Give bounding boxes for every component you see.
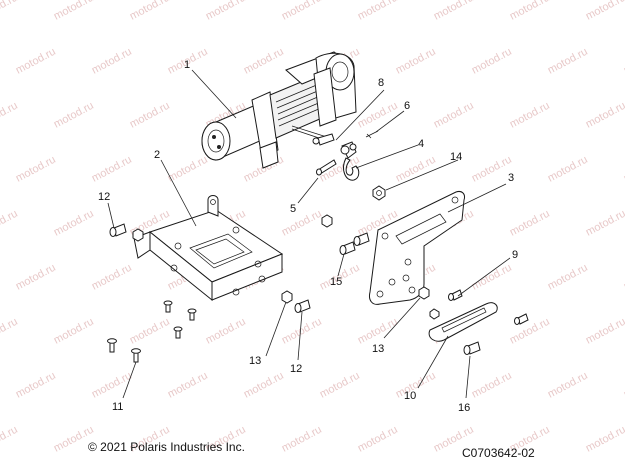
watermark-text: motod.ru [14,262,58,293]
callout-4: 4 [418,138,424,150]
callout-16: 16 [458,402,470,414]
callout-3: 3 [508,172,514,184]
watermark-text: motod.ru [356,316,400,347]
watermark-text: motod.ru [52,316,96,347]
watermark-text: motod.ru [0,100,20,131]
clevis-pin [316,159,337,176]
mounting-bracket [133,195,284,302]
watermark-text: motod.ru [0,208,20,239]
watermark-text: motod.ru [128,0,172,23]
callout-6: 6 [404,100,410,112]
watermark-text: motod.ru [584,316,625,347]
watermark-text: motod.ru [14,154,58,185]
watermark-text: motod.ru [546,46,590,77]
watermark-text: motod.ru [394,46,438,77]
watermark-text: motod.ru [356,424,400,455]
watermark-text: motod.ru [470,46,514,77]
diagram-code: C0703642-02 [462,446,535,460]
watermark-text: motod.ru [0,0,20,23]
watermark-text: motod.ru [584,208,625,239]
cable-strap [312,133,335,146]
watermark-text: motod.ru [280,424,324,455]
hawse-fairlead [428,302,498,342]
watermark-text: motod.ru [52,100,96,131]
watermark-text: motod.ru [242,46,286,77]
copyright-text: © 2021 Polaris Industries Inc. [88,440,245,454]
callout-13-right: 13 [372,343,384,355]
watermark-text: motod.ru [280,208,324,239]
watermark-text: motod.ru [166,370,210,401]
watermark-text: motod.ru [128,316,172,347]
watermark-text: motod.ru [90,370,134,401]
watermark-text: motod.ru [166,154,210,185]
callout-1: 1 [184,59,190,71]
watermark-text: motod.ru [14,46,58,77]
callout-10: 10 [404,390,416,402]
watermark-text: motod.ru [432,100,476,131]
watermark-text: motod.ru [204,0,248,23]
watermark-text: motod.ru [470,262,514,293]
callout-11: 11 [112,401,123,413]
callout-13-center: 13 [249,355,261,367]
watermark-text: motod.ru [242,370,286,401]
watermark-text: motod.ru [584,0,625,23]
watermark-text: motod.ru [394,154,438,185]
watermark-text: motod.ru [356,0,400,23]
callout-labels: 1 2 3 4 5 6 8 9 10 11 12 12 13 13 14 15 … [98,59,518,414]
watermark-text: motod.ru [508,100,552,131]
callout-8: 8 [378,77,384,89]
watermark-text: motod.ru [508,208,552,239]
watermark-text: motod.ru [470,370,514,401]
callout-5: 5 [290,203,296,215]
watermark-text: motod.ru [432,0,476,23]
watermark-text: motod.ru [128,100,172,131]
winch-hook [340,141,360,181]
watermark-text: motod.ru [546,154,590,185]
watermark-text: motod.ru [584,100,625,131]
watermark-text: motod.ru [318,370,362,401]
watermark-text: motod.ru [204,316,248,347]
leader-lines [107,69,511,399]
callout-12-center: 12 [290,363,302,375]
fairlead-plate [369,191,465,305]
callout-9: 9 [512,249,518,261]
watermark-text: motod.ru [90,262,134,293]
nut-14 [372,185,386,201]
watermark-text: motod.ru [546,370,590,401]
watermark-text: motod.ru [508,0,552,23]
watermark-text: motod.ru [280,0,324,23]
watermark-text: motod.ru [280,316,324,347]
watermark-text: motod.ru [90,154,134,185]
fasteners [107,214,529,363]
watermark-text: motod.ru [546,262,590,293]
callout-15: 15 [330,276,342,288]
watermark-text: motod.ru [356,100,400,131]
watermark-text: motod.ru [0,316,20,347]
watermark-text: motod.ru [14,370,58,401]
watermark-text: motod.ru [584,424,625,455]
callout-14: 14 [450,151,462,163]
callout-2: 2 [154,149,160,161]
watermark-text: motod.ru [90,46,134,77]
callout-12-left: 12 [98,191,110,203]
watermark-text: motod.ru [52,208,96,239]
watermark-text: motod.ru [52,0,96,23]
watermark-text: motod.ru [0,424,20,455]
